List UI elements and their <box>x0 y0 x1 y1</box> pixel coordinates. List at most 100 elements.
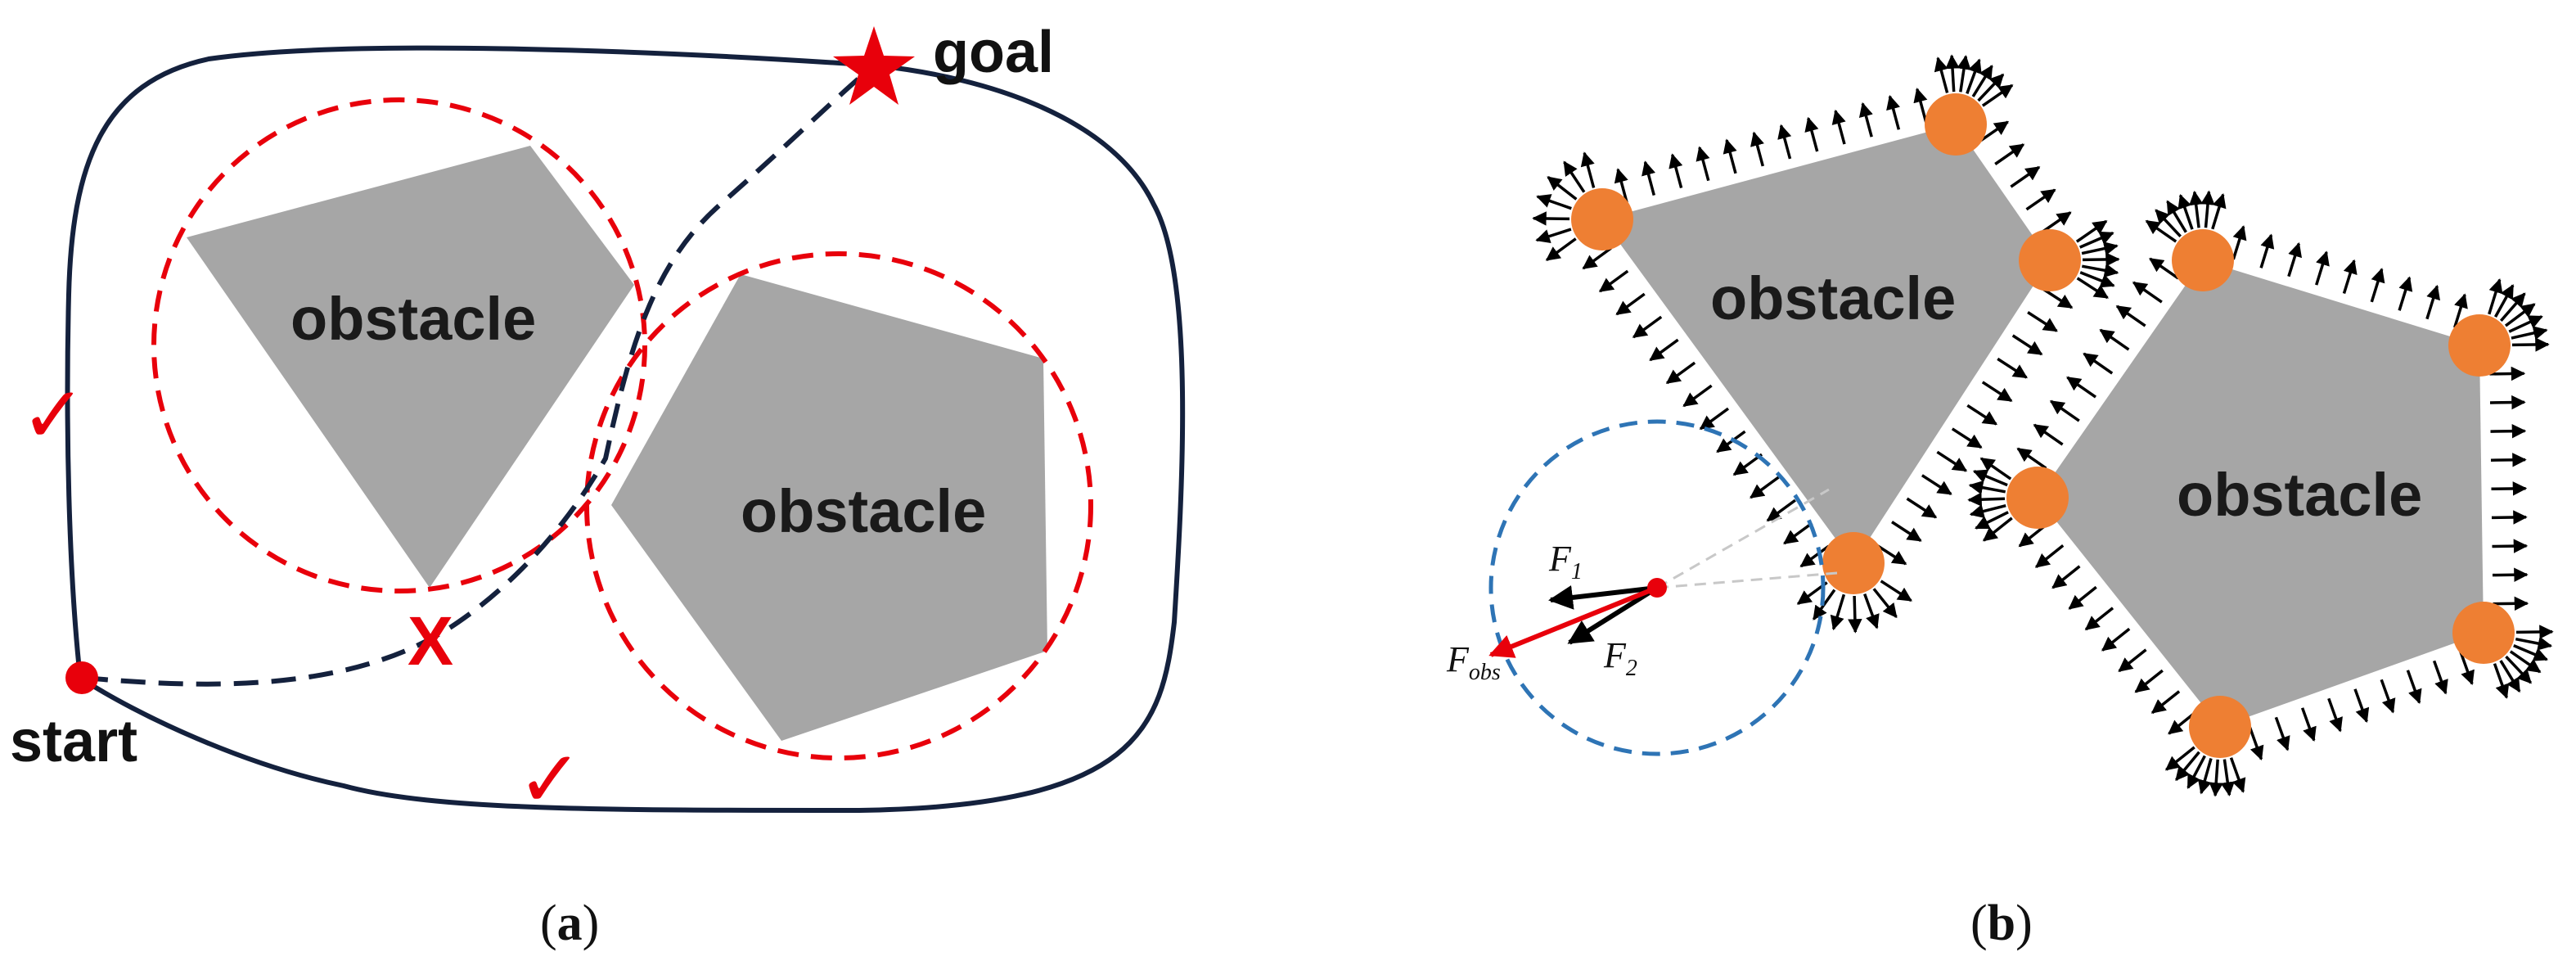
field-arrow-8 <box>1831 109 1846 145</box>
field-arrow-113 <box>2099 328 2130 351</box>
field-arrow-92 <box>2380 679 2396 714</box>
field-arrow-37 <box>1665 361 1696 385</box>
field-arrow-7 <box>1804 116 1819 152</box>
field-arrow-38 <box>1649 338 1679 362</box>
caption-b: (b) <box>1970 896 2033 951</box>
field-arrow-25 <box>1921 474 1952 495</box>
field-arrow-59 <box>2081 241 2119 256</box>
field-arrow-63 <box>2076 277 2109 300</box>
field-arrow-48 <box>1563 160 1586 193</box>
field-arrow-134 <box>2509 650 2542 674</box>
field-arrow-46 <box>1536 194 1572 210</box>
field-arrow-27 <box>1891 521 1922 542</box>
vertex-dot-1-3 <box>2189 696 2251 758</box>
field-arrow-33 <box>1732 453 1763 476</box>
force-fobs-label: Fobs <box>1446 639 1501 685</box>
field-arrow-66 <box>1863 593 1880 629</box>
cross-mark: X <box>408 602 453 679</box>
field-arrow-131 <box>2515 625 2554 639</box>
field-arrow-86 <box>2492 539 2529 553</box>
field-arrow-18 <box>2027 311 2058 332</box>
vertex-dot-1-0 <box>2172 229 2234 291</box>
field-arrow-42 <box>1582 246 1612 270</box>
field-arrow-150 <box>1972 469 2008 487</box>
field-arrow-118 <box>2155 209 2182 237</box>
field-arrow-61 <box>2081 263 2119 277</box>
field-arrow-142 <box>2186 755 2206 789</box>
obstacle-b-right-label: obstacle <box>2177 461 2422 529</box>
field-arrow-34 <box>1716 430 1746 453</box>
field-arrow-74 <box>2315 250 2330 286</box>
field-arrow-80 <box>2489 366 2526 381</box>
field-arrow-58 <box>2079 231 2114 249</box>
field-arrow-50 <box>1934 56 1949 93</box>
field-arrow-72 <box>2259 233 2275 268</box>
start-label: start <box>10 709 137 774</box>
field-arrow-137 <box>2493 663 2510 699</box>
field-arrow-126 <box>2499 292 2526 323</box>
start-point <box>65 661 98 694</box>
obstacle-right <box>611 274 1047 741</box>
field-arrow-129 <box>2511 326 2548 341</box>
panel-a: goal start obstacle obstacle ✓ ✓ X (a) <box>10 20 1186 951</box>
infeasible-path <box>83 63 876 687</box>
field-arrow-19 <box>2011 334 2043 356</box>
field-arrow-26 <box>1906 497 1938 519</box>
field-arrow-1 <box>1642 160 1656 196</box>
field-arrow-24 <box>1936 450 1968 472</box>
field-arrow-91 <box>2406 670 2422 705</box>
field-arrow-104 <box>2068 585 2097 610</box>
field-arrow-99 <box>2150 690 2181 715</box>
field-arrow-128 <box>2508 315 2543 333</box>
field-arrow-30 <box>1783 521 1813 545</box>
field-arrow-115 <box>2132 281 2163 304</box>
field-arrow-145 <box>1982 517 2013 542</box>
field-arrow-120 <box>2177 193 2194 230</box>
field-arrow-21 <box>1981 381 2013 403</box>
field-arrow-100 <box>2134 669 2164 693</box>
field-arrow-97 <box>2248 726 2264 761</box>
field-arrow-96 <box>2274 716 2290 751</box>
field-arrow-41 <box>1598 269 1629 293</box>
field-arrow-116 <box>2149 257 2179 280</box>
caption-a: (a) <box>540 896 599 951</box>
field-arrow-65 <box>1872 588 1898 619</box>
field-arrow-53 <box>1966 58 1982 95</box>
field-arrow-143 <box>2175 751 2200 782</box>
field-arrow-44 <box>1535 228 1572 244</box>
field-arrow-51 <box>1945 54 1960 92</box>
field-arrow-103 <box>2084 607 2114 631</box>
field-arrow-151 <box>1979 457 2012 480</box>
vertex-dot-1-4 <box>2006 467 2069 529</box>
field-arrow-108 <box>2016 447 2047 470</box>
goal-label: goal <box>933 20 1054 85</box>
field-arrow-75 <box>2342 259 2358 295</box>
field-arrow-6 <box>1777 124 1792 160</box>
field-arrow-67 <box>1848 595 1862 634</box>
field-arrow-111 <box>2066 376 2096 399</box>
field-arrow-117 <box>2145 219 2177 243</box>
field-arrow-55 <box>1977 73 2005 102</box>
field-arrow-15 <box>2025 188 2056 211</box>
field-arrow-62 <box>2079 271 2115 288</box>
field-arrow-89 <box>2459 651 2475 686</box>
field-arrow-140 <box>2209 759 2223 797</box>
field-arrow-81 <box>2489 395 2526 410</box>
field-arrow-28 <box>1876 544 1907 566</box>
vertex-dot-1-1 <box>2448 314 2511 377</box>
force-arrow-fobs <box>1488 585 1659 658</box>
field-arrow-49 <box>1580 151 1596 188</box>
field-arrow-11 <box>1913 88 1928 123</box>
field-arrow-47 <box>1547 176 1578 201</box>
field-arrow-146 <box>1975 511 2009 530</box>
field-arrow-106 <box>2034 544 2065 568</box>
field-arrow-56 <box>1981 83 2014 107</box>
field-arrow-84 <box>2491 481 2528 496</box>
check-mark-bottom: ✓ <box>517 733 583 825</box>
helper-line-1 <box>1656 488 1830 589</box>
field-arrow-109 <box>2033 423 2064 446</box>
field-arrow-4 <box>1723 138 1737 174</box>
field-arrow-60 <box>2082 252 2120 267</box>
field-arrow-31 <box>1766 499 1796 522</box>
